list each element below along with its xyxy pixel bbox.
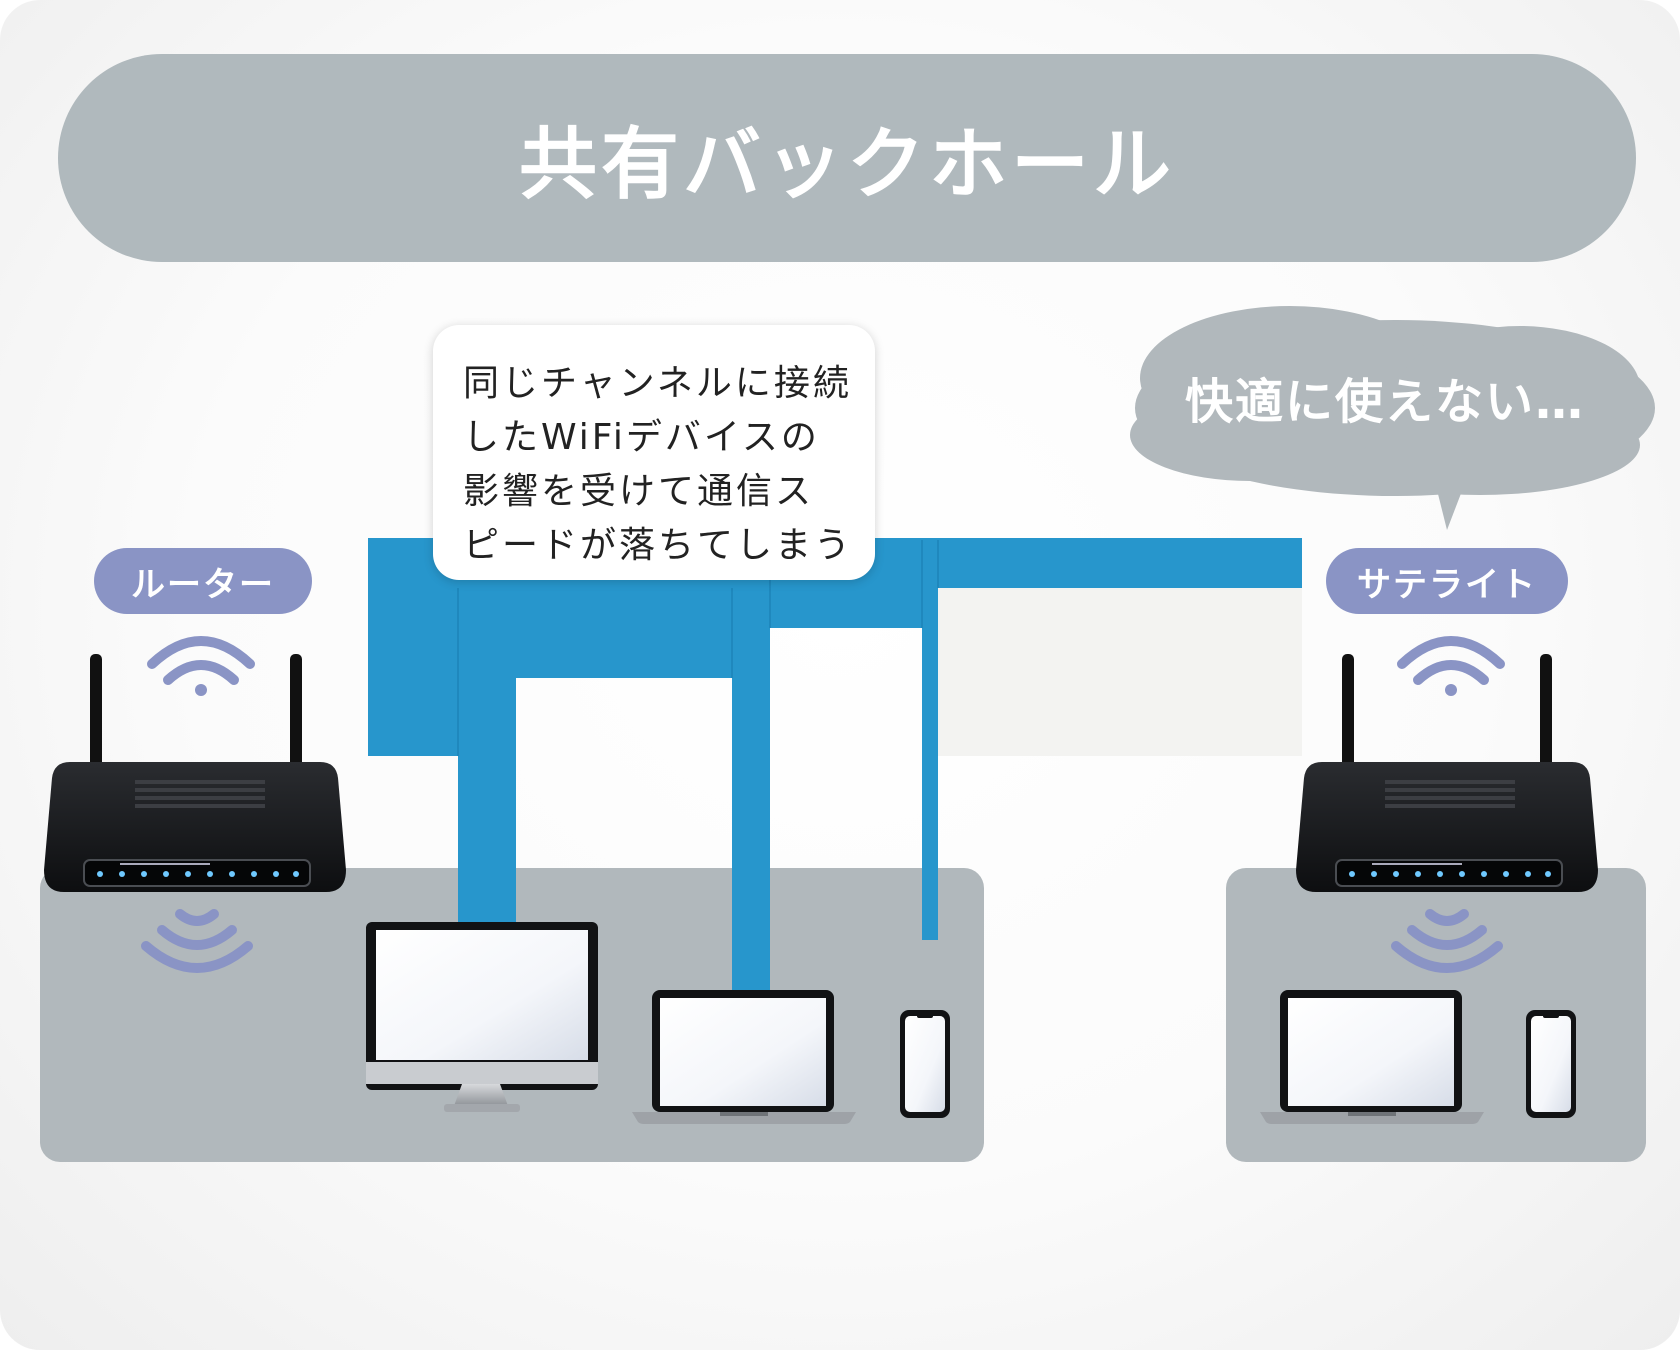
wifi-icon — [1397, 636, 1505, 696]
wifi-icon — [141, 909, 253, 973]
wifi-icon — [147, 636, 255, 696]
explanation-callout: 同じチャンネルに接続 したWiFiデバイスの 影響を受けて通信ス ピードが落ちて… — [433, 325, 875, 580]
laptop-icon — [632, 990, 856, 1124]
speech-bubble — [1130, 306, 1655, 530]
laptop-icon — [1260, 990, 1484, 1124]
explanation-text: 同じチャンネルに接続 したWiFiデバイスの 影響を受けて通信ス ピードが落ちて… — [463, 363, 854, 566]
router-icon — [44, 654, 346, 892]
satellite-label-text: サテライト — [1357, 564, 1537, 605]
satellite-router-icon — [1296, 654, 1598, 892]
title-bar: 共有バックホール — [58, 54, 1636, 262]
diagram-title: 共有バックホール — [518, 120, 1175, 210]
interference-band — [368, 538, 1302, 992]
speech-bubble-text: 快適に使えない… — [1184, 374, 1585, 430]
smartphone-icon — [900, 1010, 950, 1118]
satellite-label: サテライト — [1326, 548, 1568, 614]
desktop-monitor-icon — [366, 922, 598, 1112]
router-label-text: ルーター — [131, 564, 275, 605]
smartphone-icon — [1526, 1010, 1576, 1118]
wifi-icon — [1391, 909, 1503, 973]
router-label: ルーター — [94, 548, 312, 614]
